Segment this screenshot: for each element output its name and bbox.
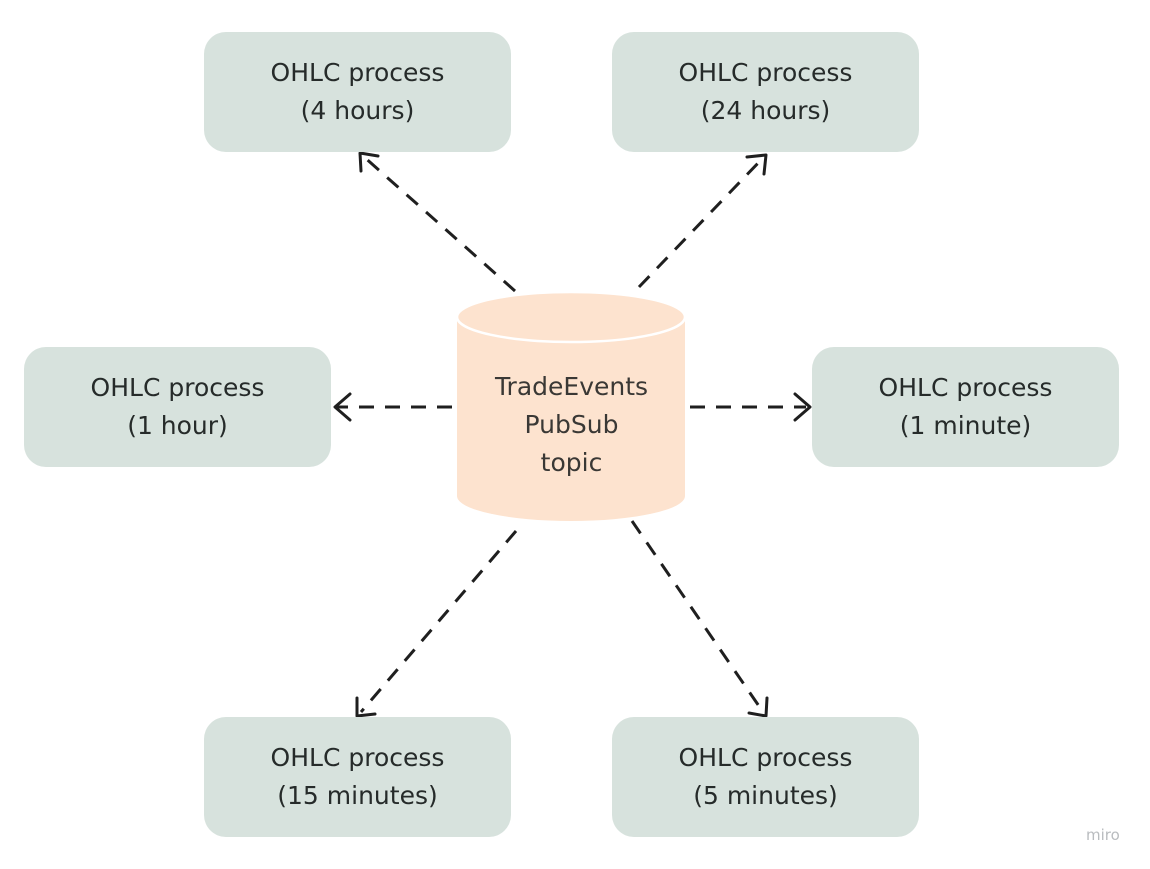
arrowhead-1h bbox=[333, 392, 352, 422]
node-interval: (1 hour) bbox=[127, 411, 228, 440]
ohlc-process-5-minutes[interactable]: OHLC process (5 minutes) bbox=[612, 717, 919, 837]
node-interval: (1 minute) bbox=[899, 411, 1032, 440]
cylinder-body bbox=[457, 292, 685, 521]
topic-label-line-1: TradeEvents bbox=[494, 372, 649, 401]
node-title: OHLC process bbox=[270, 58, 445, 87]
topic-label-line-2: PubSub bbox=[524, 410, 619, 439]
edge-topic-to-5m bbox=[630, 520, 765, 713]
node-interval: (4 hours) bbox=[300, 96, 415, 125]
miro-watermark: miro bbox=[1086, 826, 1120, 844]
node-title: OHLC process bbox=[678, 743, 853, 772]
arrowhead-15m bbox=[355, 696, 377, 718]
node-interval: (5 minutes) bbox=[693, 781, 838, 810]
arrowhead-24h bbox=[745, 153, 768, 176]
ohlc-process-24-hours[interactable]: OHLC process (24 hours) bbox=[612, 32, 919, 152]
node-title: OHLC process bbox=[678, 58, 853, 87]
node-title: OHLC process bbox=[90, 373, 265, 402]
node-interval: (15 minutes) bbox=[277, 781, 438, 810]
ohlc-process-4-hours[interactable]: OHLC process (4 hours) bbox=[204, 32, 511, 152]
node-title: OHLC process bbox=[270, 743, 445, 772]
arrowhead-1m bbox=[793, 392, 812, 422]
edge-topic-to-4h bbox=[362, 154, 516, 293]
arrowhead-4h bbox=[358, 151, 380, 173]
topic-label-line-3: topic bbox=[540, 448, 603, 477]
topic-cylinder[interactable] bbox=[455, 290, 687, 521]
arrowhead-5m bbox=[747, 696, 769, 718]
ohlc-process-1-minute[interactable]: OHLC process (1 minute) bbox=[812, 347, 1119, 467]
edge-topic-to-24h bbox=[637, 157, 764, 289]
ohlc-process-1-hour[interactable]: OHLC process (1 hour) bbox=[24, 347, 331, 467]
cylinder-top bbox=[455, 290, 687, 344]
ohlc-process-15-minutes[interactable]: OHLC process (15 minutes) bbox=[204, 717, 511, 837]
edge-topic-to-15m bbox=[359, 530, 518, 713]
topic-label: TradeEvents PubSub topic bbox=[457, 368, 686, 482]
node-title: OHLC process bbox=[878, 373, 1053, 402]
node-interval: (24 hours) bbox=[700, 96, 831, 125]
